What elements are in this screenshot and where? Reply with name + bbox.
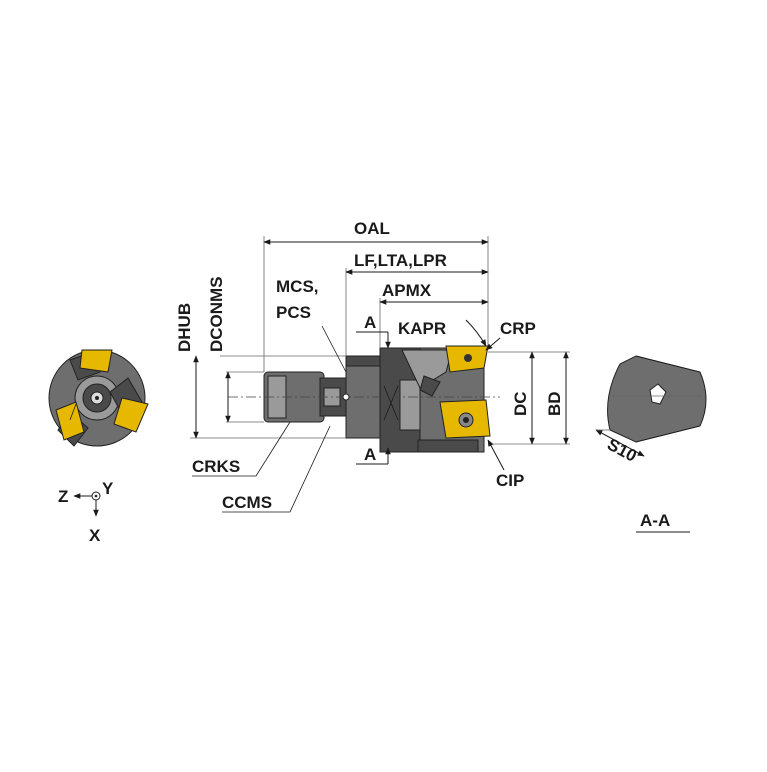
section-a-bottom-label: A bbox=[364, 445, 376, 464]
kapr-label: KAPR bbox=[398, 319, 446, 338]
axis-x-label: X bbox=[89, 526, 101, 545]
s10-dimension bbox=[595, 429, 645, 457]
pcs-label: PCS bbox=[276, 303, 311, 322]
mcs-label: MCS, bbox=[276, 277, 319, 296]
section-a-top-label: A bbox=[364, 313, 376, 332]
cutter-side-view bbox=[228, 345, 500, 453]
ccms-leader bbox=[222, 425, 331, 513]
dhub-label: DHUB bbox=[175, 303, 194, 352]
extension-lines bbox=[190, 236, 570, 445]
mcs-leader bbox=[321, 325, 347, 373]
cutter-end-view-icon bbox=[48, 349, 149, 447]
section-a-a-icon: S10 bbox=[595, 355, 707, 466]
crp-label: CRP bbox=[500, 319, 536, 338]
cip-label: CIP bbox=[496, 471, 524, 490]
oal-label: OAL bbox=[354, 219, 390, 238]
ccms-label: CCMS bbox=[222, 493, 272, 512]
dconms-label: DCONMS bbox=[207, 276, 226, 352]
dc-label: DC bbox=[511, 391, 530, 416]
section-title-label: A-A bbox=[640, 511, 670, 530]
kapr-arc bbox=[465, 319, 487, 347]
axis-y-label: Y bbox=[102, 479, 114, 498]
apmx-label: APMX bbox=[382, 281, 432, 300]
axis-z-label: Z bbox=[58, 487, 68, 506]
bd-label: BD bbox=[545, 391, 564, 416]
crks-label: CRKS bbox=[192, 457, 240, 476]
axis-triad-icon: Z Y X bbox=[58, 479, 114, 545]
crks-leader bbox=[192, 421, 291, 477]
lf-lta-lpr-label: LF,LTA,LPR bbox=[354, 251, 447, 270]
